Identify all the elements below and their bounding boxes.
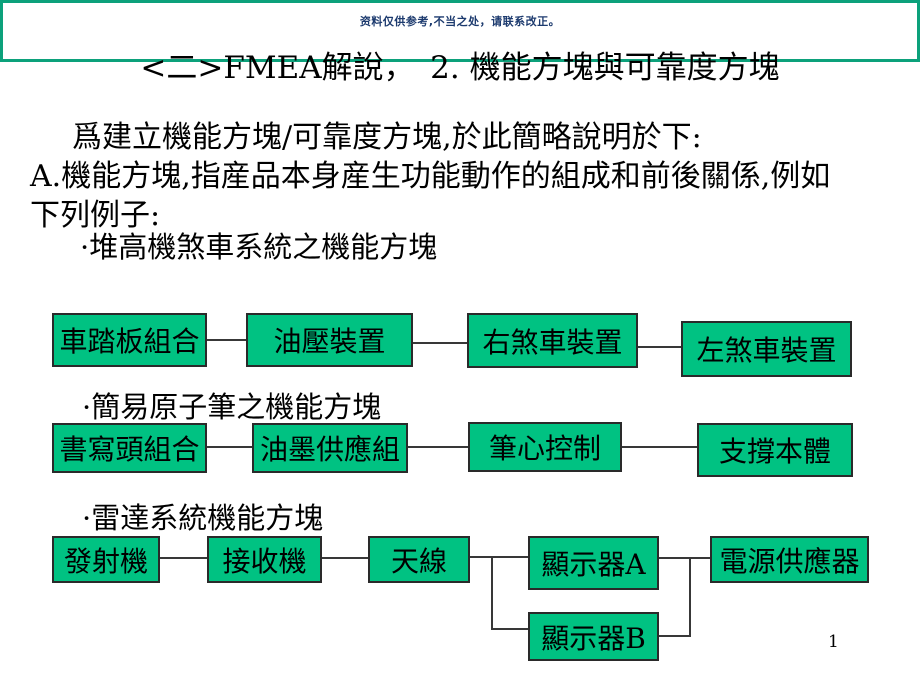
flow-box-support-body: 支撐本體 bbox=[697, 423, 853, 477]
connector-line bbox=[470, 556, 528, 558]
notice-text: 资料仅供参考,不当之处，请联系改正。 bbox=[359, 15, 561, 28]
flow-box-antenna: 天線 bbox=[368, 536, 470, 583]
connector-line bbox=[408, 446, 468, 448]
connector-line bbox=[322, 557, 368, 559]
flow-box-ink-supply: 油墨供應組 bbox=[252, 423, 408, 473]
connector-line bbox=[659, 557, 710, 559]
connector-line bbox=[689, 557, 691, 637]
flow-box-receiver: 接收機 bbox=[207, 536, 322, 583]
flow-box-display-b: 顯示器B bbox=[528, 612, 659, 661]
intro-line-2: A.機能方塊,指産品本身産生功能動作的組成和前後關係,例如 bbox=[30, 159, 831, 194]
flow-box-power-supply: 電源供應器 bbox=[710, 536, 869, 583]
connector-line bbox=[659, 635, 691, 637]
flow-box-transmitter: 發射機 bbox=[52, 536, 160, 583]
slide-title: <二>FMEA解說， 2. 機能方塊與可靠度方塊 bbox=[140, 50, 780, 86]
intro-line-3: 下列例子: bbox=[30, 198, 161, 233]
connector-line bbox=[638, 346, 681, 348]
connector-line bbox=[160, 557, 207, 559]
flow-box-right-brake: 右煞車裝置 bbox=[467, 313, 638, 368]
flow-box-hydraulic-unit: 油壓裝置 bbox=[246, 313, 413, 367]
flow-box-left-brake: 左煞車裝置 bbox=[681, 321, 852, 377]
connector-line bbox=[413, 342, 467, 344]
intro-line-1: 爲建立機能方塊/可靠度方塊,於此簡略說明於下: bbox=[72, 120, 702, 155]
connector-line bbox=[622, 446, 697, 448]
diagram-label-ballpoint-pen: ·簡易原子筆之機能方塊 bbox=[82, 390, 382, 424]
header-frame bbox=[0, 0, 920, 62]
page-number: 1 bbox=[828, 632, 839, 652]
connector-line bbox=[207, 339, 246, 341]
flow-box-pedal-assembly: 車踏板組合 bbox=[52, 313, 207, 367]
connector-line bbox=[207, 446, 252, 448]
connector-line bbox=[491, 556, 493, 630]
flow-box-refill-control: 筆心控制 bbox=[468, 422, 622, 472]
flow-box-writing-head: 書寫頭組合 bbox=[52, 423, 207, 473]
flow-box-display-a: 顯示器A bbox=[528, 536, 659, 590]
diagram-label-forklift-brake: ·堆高機煞車系統之機能方塊 bbox=[80, 230, 438, 264]
connector-line bbox=[491, 628, 528, 630]
diagram-label-radar-system: ·雷達系統機能方塊 bbox=[82, 501, 324, 535]
